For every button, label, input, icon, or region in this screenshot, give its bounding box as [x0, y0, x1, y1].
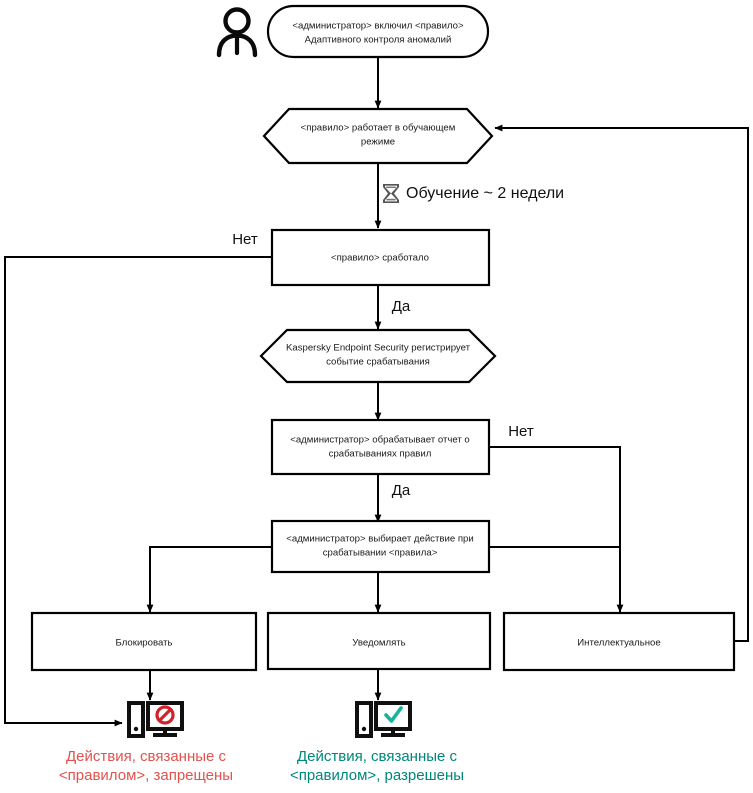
node-kes-registers-event[interactable]: Kaspersky Endpoint Security регистрирует…	[259, 328, 497, 384]
computer-allowed-icon	[355, 701, 412, 738]
node-action-smart[interactable]: Интеллектуальное	[502, 611, 736, 672]
edge-label-triggered-yes: Да	[392, 298, 411, 315]
node-choose-line1: <администратор> выбирает действие при	[286, 534, 473, 545]
node-register-line2: событие срабатывания	[326, 357, 430, 368]
node-report-line1: <администратор> обрабатывает отчет о	[290, 435, 470, 446]
person-icon	[216, 7, 258, 58]
node-learning-line2: режиме	[361, 137, 395, 148]
node-start-line1: <администратор> включил <правило>	[292, 21, 464, 32]
node-block-label: Блокировать	[116, 638, 173, 649]
hourglass-icon	[383, 184, 399, 203]
node-learning-mode[interactable]: <правило> работает в обучающем режиме	[262, 107, 494, 165]
learning-duration-annotation: Обучение ~ 2 недели	[383, 184, 564, 203]
node-notify-label: Уведомлять	[352, 638, 405, 649]
node-smart-label: Интеллектуальное	[577, 638, 660, 649]
node-register-line1: Kaspersky Endpoint Security регистрирует	[286, 343, 471, 354]
node-report-line2: срабатываниях правил	[329, 449, 432, 460]
node-learning-line1: <правило> работает в обучающем	[301, 123, 456, 134]
node-start-line2: Адаптивного контроля аномалий	[305, 35, 452, 46]
node-rule-triggered[interactable]: <правило> сработало	[270, 228, 491, 287]
outcome-allowed-line2: <правилом>, разрешены	[290, 767, 464, 784]
edge-label-triggered-no: Нет	[232, 231, 258, 248]
node-action-notify[interactable]: Уведомлять	[266, 611, 492, 671]
node-admin-processes-report[interactable]: <администратор> обрабатывает отчет о сра…	[270, 418, 491, 476]
computer-denied-icon	[127, 701, 184, 738]
node-start[interactable]: <администратор> включил <правило> Адапти…	[266, 4, 490, 59]
node-choose-line2: срабатывании <правила>	[323, 548, 438, 559]
node-triggered-line1: <правило> сработало	[331, 253, 429, 264]
edge-report-no-to-smart	[489, 446, 624, 613]
node-action-block[interactable]: Блокировать	[30, 611, 258, 672]
edge-label-report-yes: Да	[392, 482, 411, 499]
edge-choose-to-block	[146, 546, 272, 613]
edge-label-report-no: Нет	[508, 423, 534, 440]
edge-smart-loopback-to-learning	[494, 124, 749, 642]
learning-duration-label: Обучение ~ 2 недели	[406, 185, 564, 202]
outcome-allowed-line1: Действия, связанные с	[297, 748, 458, 765]
outcome-denied-line2: <правилом>, запрещены	[59, 767, 233, 784]
outcome-denied-line1: Действия, связанные с	[66, 748, 227, 765]
edge-triggered-no-to-denied	[4, 256, 272, 727]
node-admin-chooses-action[interactable]: <администратор> выбирает действие при ср…	[270, 519, 491, 574]
connectors	[4, 57, 749, 727]
